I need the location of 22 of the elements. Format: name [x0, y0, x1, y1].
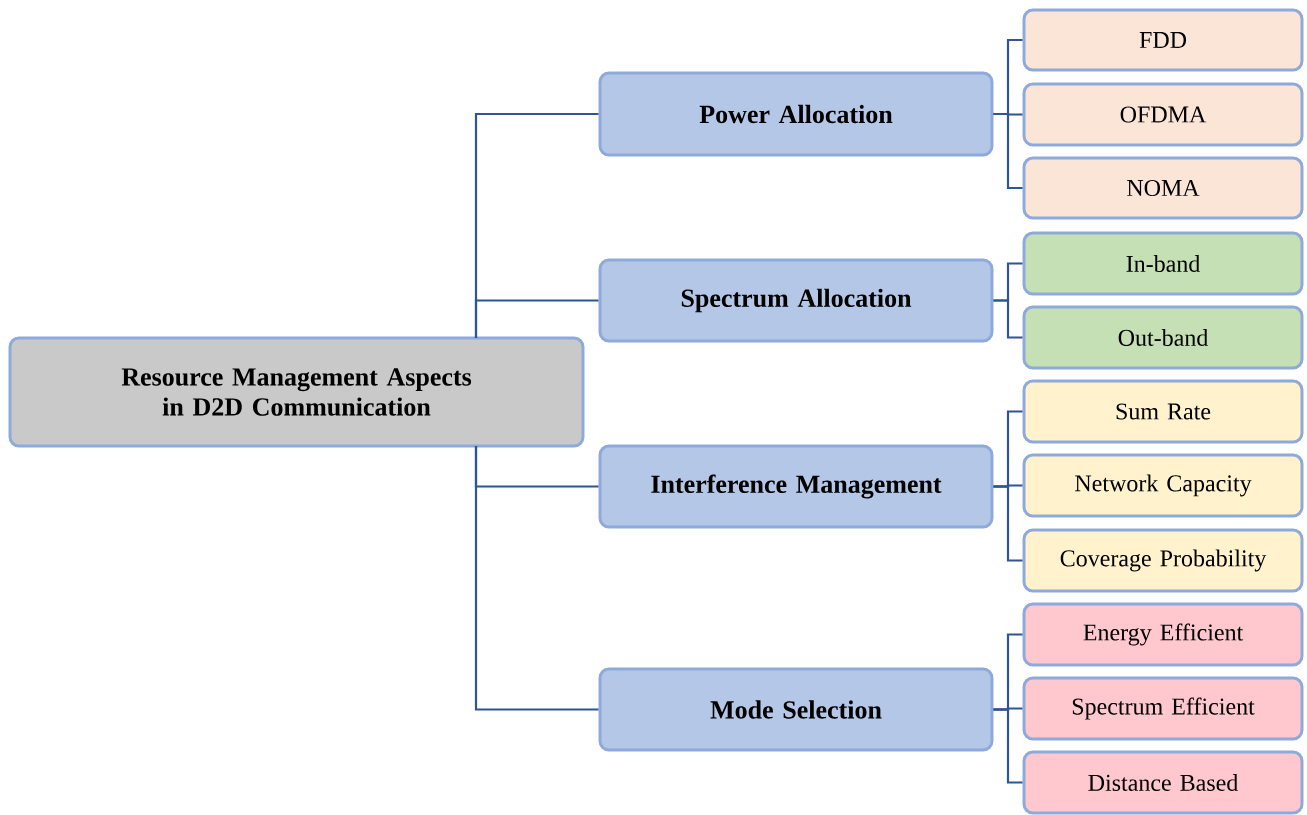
- connector-line: [474, 299, 599, 338]
- item-box: Sum Rate: [1022, 379, 1304, 444]
- item-box: FDD: [1022, 8, 1304, 72]
- connector-line: [474, 446, 599, 711]
- connector-line: [993, 112, 1023, 190]
- item-box: Energy Efficient: [1022, 602, 1304, 667]
- item-box: Out-band: [1022, 305, 1304, 370]
- category-box: Spectrum Allocation: [598, 258, 994, 343]
- item-box: Spectrum Efficient: [1022, 676, 1304, 741]
- item-box: In-band: [1022, 231, 1304, 296]
- connector-line: [993, 485, 1023, 562]
- connector-line: [993, 299, 1023, 339]
- category-box: Mode Selection: [598, 667, 994, 752]
- item-box: NOMA: [1022, 156, 1304, 220]
- item-box: OFDMA: [1022, 82, 1304, 147]
- connector-line: [993, 708, 1023, 784]
- category-box: Interference Management: [598, 444, 994, 529]
- root-box: Resource Management Aspects in D2D Communication: [8, 336, 585, 448]
- item-box: Distance Based: [1022, 750, 1304, 815]
- category-box: Power Allocation: [598, 71, 994, 157]
- item-box: Network Capacity: [1022, 453, 1304, 518]
- item-box: Coverage Probability: [1022, 528, 1304, 593]
